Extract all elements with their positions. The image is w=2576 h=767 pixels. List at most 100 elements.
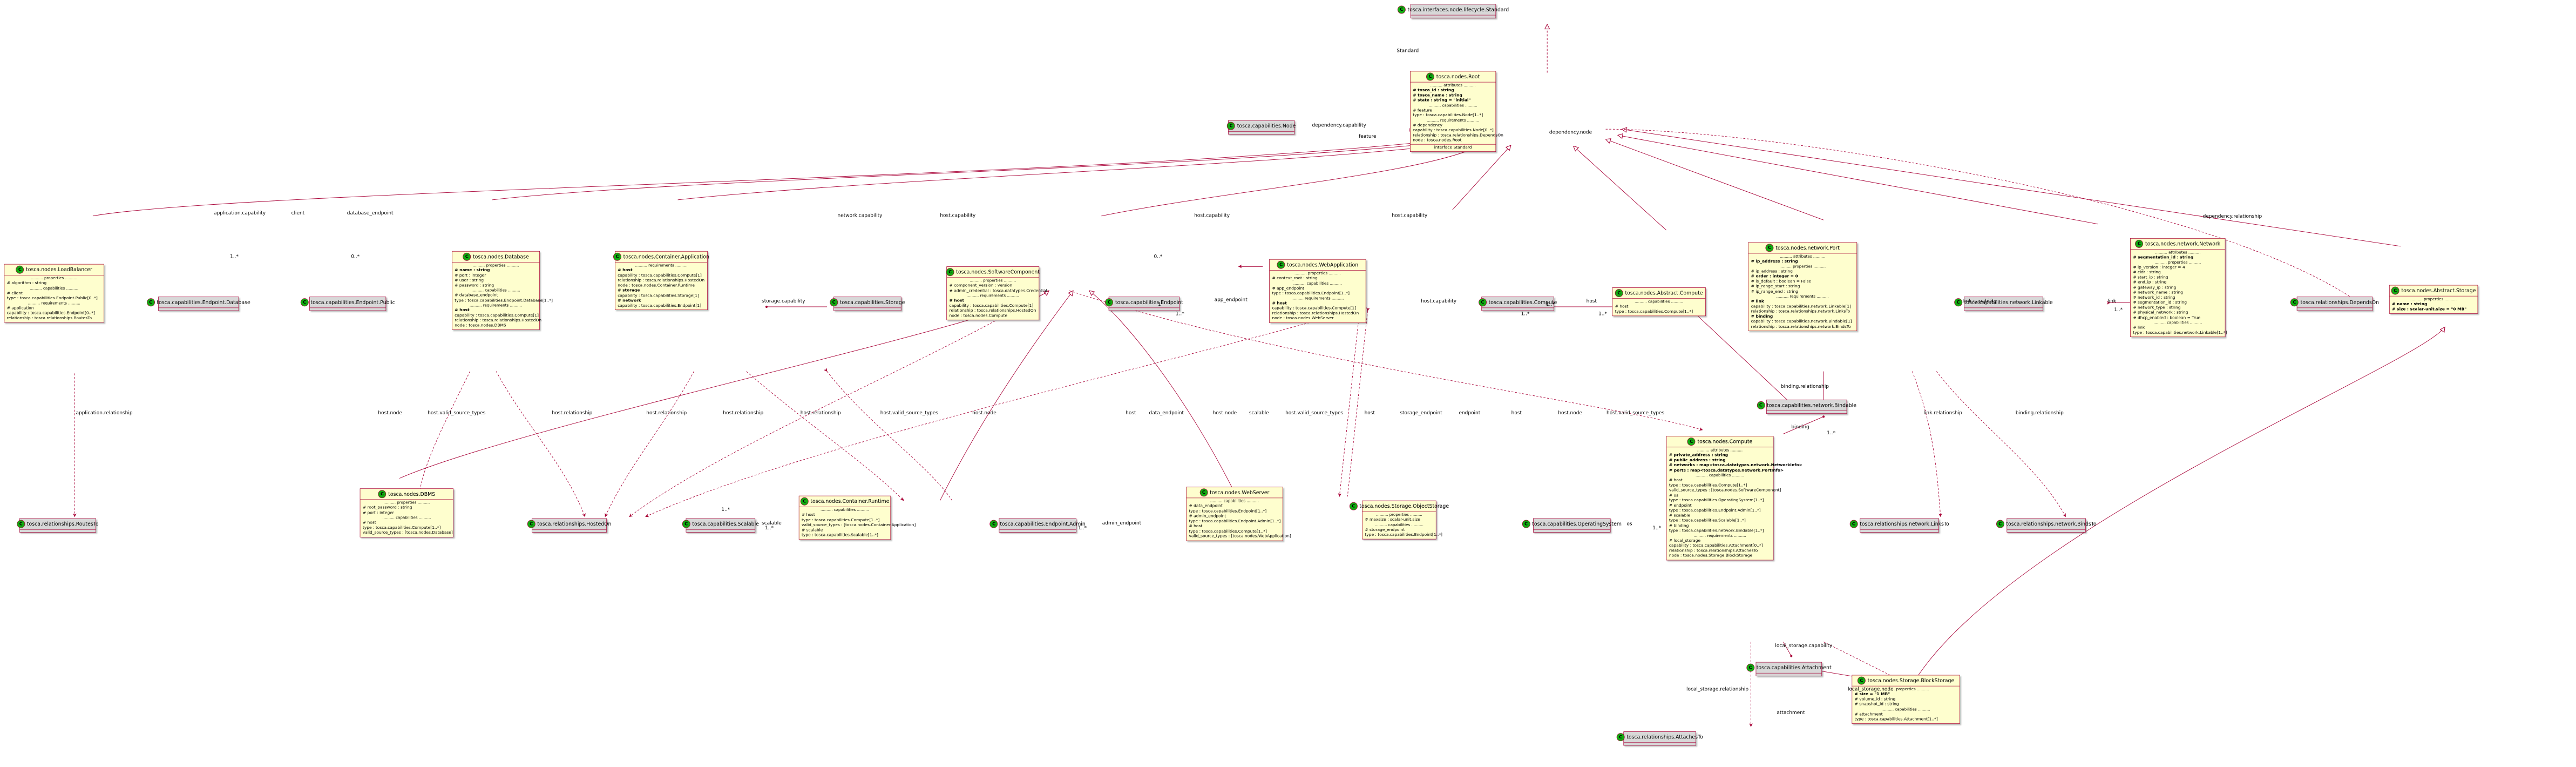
class-name: tosca.relationships.RoutesTo — [26, 520, 99, 527]
class-name: tosca.capabilities.Storage — [839, 299, 905, 305]
class-divider — [1411, 15, 1496, 16]
class-c-icon: C — [17, 520, 25, 528]
label-host-valid-source-types-3: host.valid_source_types — [1285, 409, 1344, 416]
class-empty-body — [159, 308, 239, 310]
member-line: # host — [1669, 477, 1683, 483]
member-line: # order : integer = 0 — [1751, 274, 1798, 279]
member-line: capability : tosca.capabilities.Endpoint… — [6, 311, 95, 315]
edge-network-root — [1618, 135, 2098, 225]
label-host-node-4: host.node — [1558, 409, 1582, 416]
class-divider — [158, 307, 239, 308]
mult-linkable-1star: 1..* — [2114, 307, 2123, 313]
edge-webserver-sw — [1089, 291, 1235, 493]
edge-contapp-hostedon — [605, 371, 694, 517]
class-divider — [2130, 249, 2225, 250]
member-line: # algorithm : string — [6, 281, 47, 286]
member-line: # gateway_ip : string — [2133, 285, 2177, 290]
class-divider — [1964, 307, 2043, 308]
member-line: # is_default : boolean = False — [1751, 279, 1812, 284]
class-c-icon: C — [1687, 438, 1696, 446]
class-empty-body — [2297, 308, 2372, 310]
section-heading: .......... attributes .......... — [1780, 254, 1826, 259]
member-line: relationship : tosca.relationships.Route… — [6, 315, 92, 321]
class-body: .......... properties ..........# contex… — [1270, 271, 1366, 322]
class-name: tosca.capabilities.Endpoint.Public — [310, 299, 395, 305]
class-empty-body — [532, 530, 607, 532]
member-line: # endpoint — [1669, 503, 1692, 508]
class-c-icon: C — [2391, 286, 2399, 295]
member-line: type : tosca.capabilities.Endpoint[1..*] — [1272, 291, 1350, 296]
mult-ep-1star: 1..* — [1175, 311, 1184, 317]
label-dependency-capability: dependency.capability — [1312, 122, 1366, 128]
label-app-endpoint: app_endpoint — [1214, 297, 1248, 302]
class-c-icon: C — [463, 252, 471, 261]
member-line: # binding — [1751, 314, 1773, 319]
member-line: node : tosca.nodes.WebServer — [1272, 316, 1334, 321]
class-name: tosca.capabilities.network.Linkable — [1964, 299, 2053, 305]
label-host-valid-source-types-1: host.valid_source_types — [428, 409, 486, 416]
section-heading: .......... capabilities .......... — [1374, 522, 1423, 527]
section-heading: .......... requirements .......... — [1693, 533, 1746, 538]
edge-sw-compute — [1069, 290, 1703, 431]
member-line: relationship : tosca.relationships.Hoste… — [1272, 311, 1359, 316]
member-line: capability : tosca.capabilities.Endpoint… — [618, 303, 702, 308]
member-line: capability : tosca.capabilities.Compute[… — [949, 303, 1034, 308]
section-heading: .......... capabilities .......... — [1293, 281, 1342, 286]
label-host-relationship-2: host.relationship — [646, 409, 687, 416]
member-line: type : tosca.capabilities.Attachment[1..… — [1854, 717, 1938, 722]
section-heading: .......... requirements .......... — [966, 293, 1019, 298]
label-host-capability-4: host.capability — [1421, 298, 1457, 304]
class-divider — [1410, 82, 1496, 83]
label-host-node-2: host.node — [972, 409, 996, 416]
class-c-icon: C — [1849, 520, 1858, 528]
mult-capcompute-1star-2: 1..* — [1521, 311, 1530, 317]
label-endpoint: endpoint — [1459, 409, 1481, 416]
class-divider — [1269, 270, 1366, 271]
class-empty-body — [1482, 308, 1554, 310]
label-storage-endpoint: storage_endpoint — [1400, 409, 1442, 416]
member-line: # name : string — [2392, 302, 2428, 307]
member-line: # network_type : string — [2133, 305, 2181, 310]
